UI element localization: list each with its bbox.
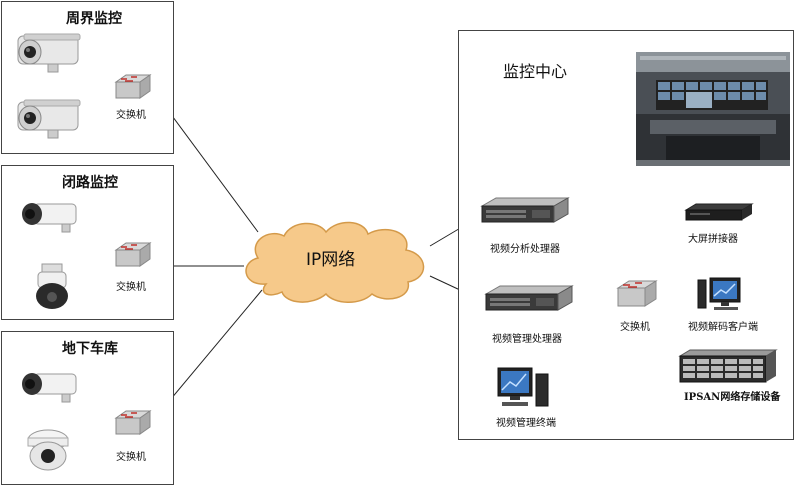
dome-ptz-camera-icon: [36, 263, 68, 309]
video-management-label: 视频管理处理器: [492, 334, 562, 345]
switch-icon: [114, 242, 152, 267]
switch-icon: [114, 74, 152, 99]
switch-icon: [616, 280, 658, 307]
bullet-camera-icon: [22, 373, 77, 403]
monitoring-center-title: 监控中心: [503, 62, 568, 81]
bullet-camera-icon: [17, 99, 81, 139]
bullet-camera-icon: [17, 33, 81, 73]
video-wall-image: [636, 52, 790, 166]
video-splicer-icon: [684, 203, 754, 221]
decoder-client-icon: [697, 277, 741, 310]
decoder-client-label: 视频解码客户端: [688, 322, 758, 333]
storage-label: IPSAN网络存储设备: [684, 392, 781, 403]
switch-icon: [114, 410, 152, 435]
center-switch-label: 交换机: [620, 322, 650, 333]
cctv-title: 闭路监控: [62, 175, 118, 191]
dome-camera-icon: [27, 429, 69, 471]
perimeter-title: 周界监控: [66, 11, 122, 27]
video-analysis-label: 视频分析处理器: [490, 244, 560, 255]
server-icon: [484, 285, 574, 311]
workstation-icon: [497, 367, 549, 407]
garage-zone: [1, 331, 174, 485]
splicer-label: 大屏拼接器: [688, 234, 738, 245]
bullet-camera-icon: [22, 203, 77, 233]
mgmt-terminal-label: 视频管理终端: [496, 418, 556, 429]
garage-title: 地下车库: [62, 341, 118, 357]
garage-switch-label: 交换机: [116, 452, 146, 463]
ip-network-label: IP网络: [306, 250, 356, 270]
server-icon: [480, 197, 570, 223]
ip-network-cloud: [245, 221, 425, 303]
cctv-switch-label: 交换机: [116, 282, 146, 293]
perimeter-switch-label: 交换机: [116, 110, 146, 121]
storage-array-icon: [678, 349, 778, 383]
